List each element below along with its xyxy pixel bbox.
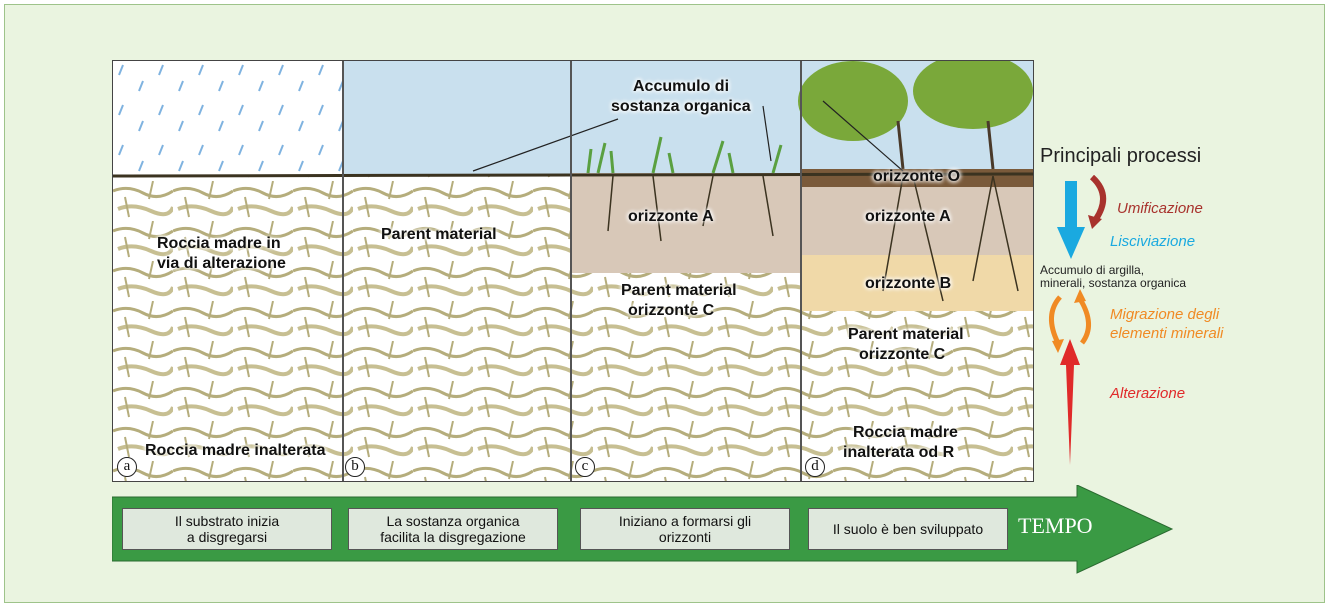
process-arrows (1040, 175, 1120, 465)
stage-2-line-2: facilita la disgregazione (380, 529, 526, 545)
stage-box-4: Il suolo è ben sviluppato (808, 508, 1008, 550)
panel-c-label-orizzonte-a: orizzonte A (628, 207, 714, 226)
panel-d-label-parent: Parent material (848, 325, 964, 344)
panel-c-label-sostanza: sostanza organica (611, 97, 751, 116)
panel-divider (800, 61, 802, 481)
stage-1-line-1: Il substrato inizia (175, 513, 279, 529)
process-migrazione-1: Migrazione degli (1110, 306, 1219, 323)
panel-d-letter: d (805, 457, 825, 477)
panel-d-label-inalterata: inalterata od R (843, 443, 954, 462)
processes-title: Principali processi (1040, 145, 1201, 168)
panel-d-label-orizzonte-b: orizzonte B (865, 274, 951, 293)
panel-d-label-roccia: Roccia madre (853, 423, 958, 442)
panel-c-label-orizzonte-c: orizzonte C (628, 301, 714, 320)
panel-a-label-3: Roccia madre inalterata (145, 441, 326, 460)
process-lisciviazione: Lisciviazione (1110, 233, 1195, 250)
stage-2-line-1: La sostanza organica (386, 513, 519, 529)
stage-4-line-1: Il suolo è ben sviluppato (833, 521, 983, 537)
panel-c-letter: c (575, 457, 595, 477)
process-migrazione-2: elementi minerali (1110, 325, 1223, 342)
panel-d-label-orizzonte-a: orizzonte A (865, 207, 951, 226)
panel-a-label-1: Roccia madre in (157, 234, 281, 253)
stage-3-line-2: orizzonti (659, 529, 711, 545)
panel-c-label-accumulo: Accumulo di (633, 77, 729, 96)
process-umificazione: Umificazione (1117, 200, 1203, 217)
stage-3-line-1: Iniziano a formarsi gli (619, 513, 751, 529)
panel-a-label-2: via di alterazione (157, 254, 286, 273)
panel-divider (342, 61, 344, 481)
panel-b-letter: b (345, 457, 365, 477)
process-alterazione: Alterazione (1110, 385, 1185, 402)
process-accumulo-2: minerali, sostanza organica (1040, 277, 1186, 290)
panel-a-letter: a (117, 457, 137, 477)
panel-d-label-orizzonte-c: orizzonte C (859, 345, 945, 364)
stage-1-line-2: a disgregarsi (187, 529, 267, 545)
panel-b-label: Parent material (381, 225, 497, 244)
panel-c-label-parent: Parent material (621, 281, 737, 300)
tempo-label: TEMPO (1018, 513, 1093, 539)
panel-d-label-orizzonte-o: orizzonte O (873, 167, 960, 186)
panel-divider (570, 61, 572, 481)
soil-profile-panels: Roccia madre in via di alterazione Rocci… (112, 60, 1034, 482)
